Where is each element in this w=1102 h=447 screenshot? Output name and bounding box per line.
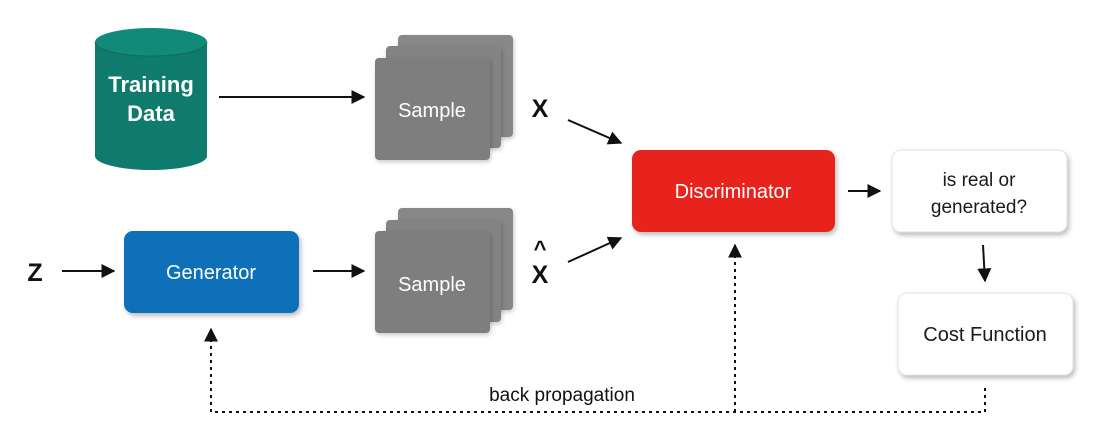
sample-real-stack: Sample — [375, 35, 513, 160]
sample-fake-stack: Sample — [375, 208, 513, 333]
discriminator-box: Discriminator — [632, 150, 835, 232]
variable-x: X — [532, 95, 549, 123]
decision-box: is real or generated? — [891, 149, 1068, 233]
generator-label: Generator — [166, 262, 256, 284]
training-data-label-line1: Training — [108, 72, 194, 97]
back-propagation-label: back propagation — [489, 385, 635, 406]
decision-label-line2: generated? — [931, 197, 1027, 218]
sample-real-label: Sample — [398, 100, 466, 122]
cost-function-box: Cost Function — [897, 292, 1074, 376]
arrow-xhat-to-discriminator — [567, 236, 623, 263]
variable-z: Z — [27, 259, 42, 287]
variable-x-hat: X — [532, 261, 549, 289]
discriminator-label: Discriminator — [675, 181, 792, 203]
training-data-cylinder: Training Data — [94, 28, 208, 170]
training-data-label-line2: Data — [127, 101, 175, 126]
variable-x-hat-accent: ^ — [534, 236, 547, 261]
arrow-decision-to-cost — [977, 244, 992, 283]
decision-label-line1: is real or — [943, 170, 1017, 191]
cost-function-label: Cost Function — [923, 324, 1046, 346]
generator-box: Generator — [124, 231, 299, 313]
sample-fake-label: Sample — [398, 274, 466, 296]
arrow-x-to-discriminator — [567, 119, 623, 145]
